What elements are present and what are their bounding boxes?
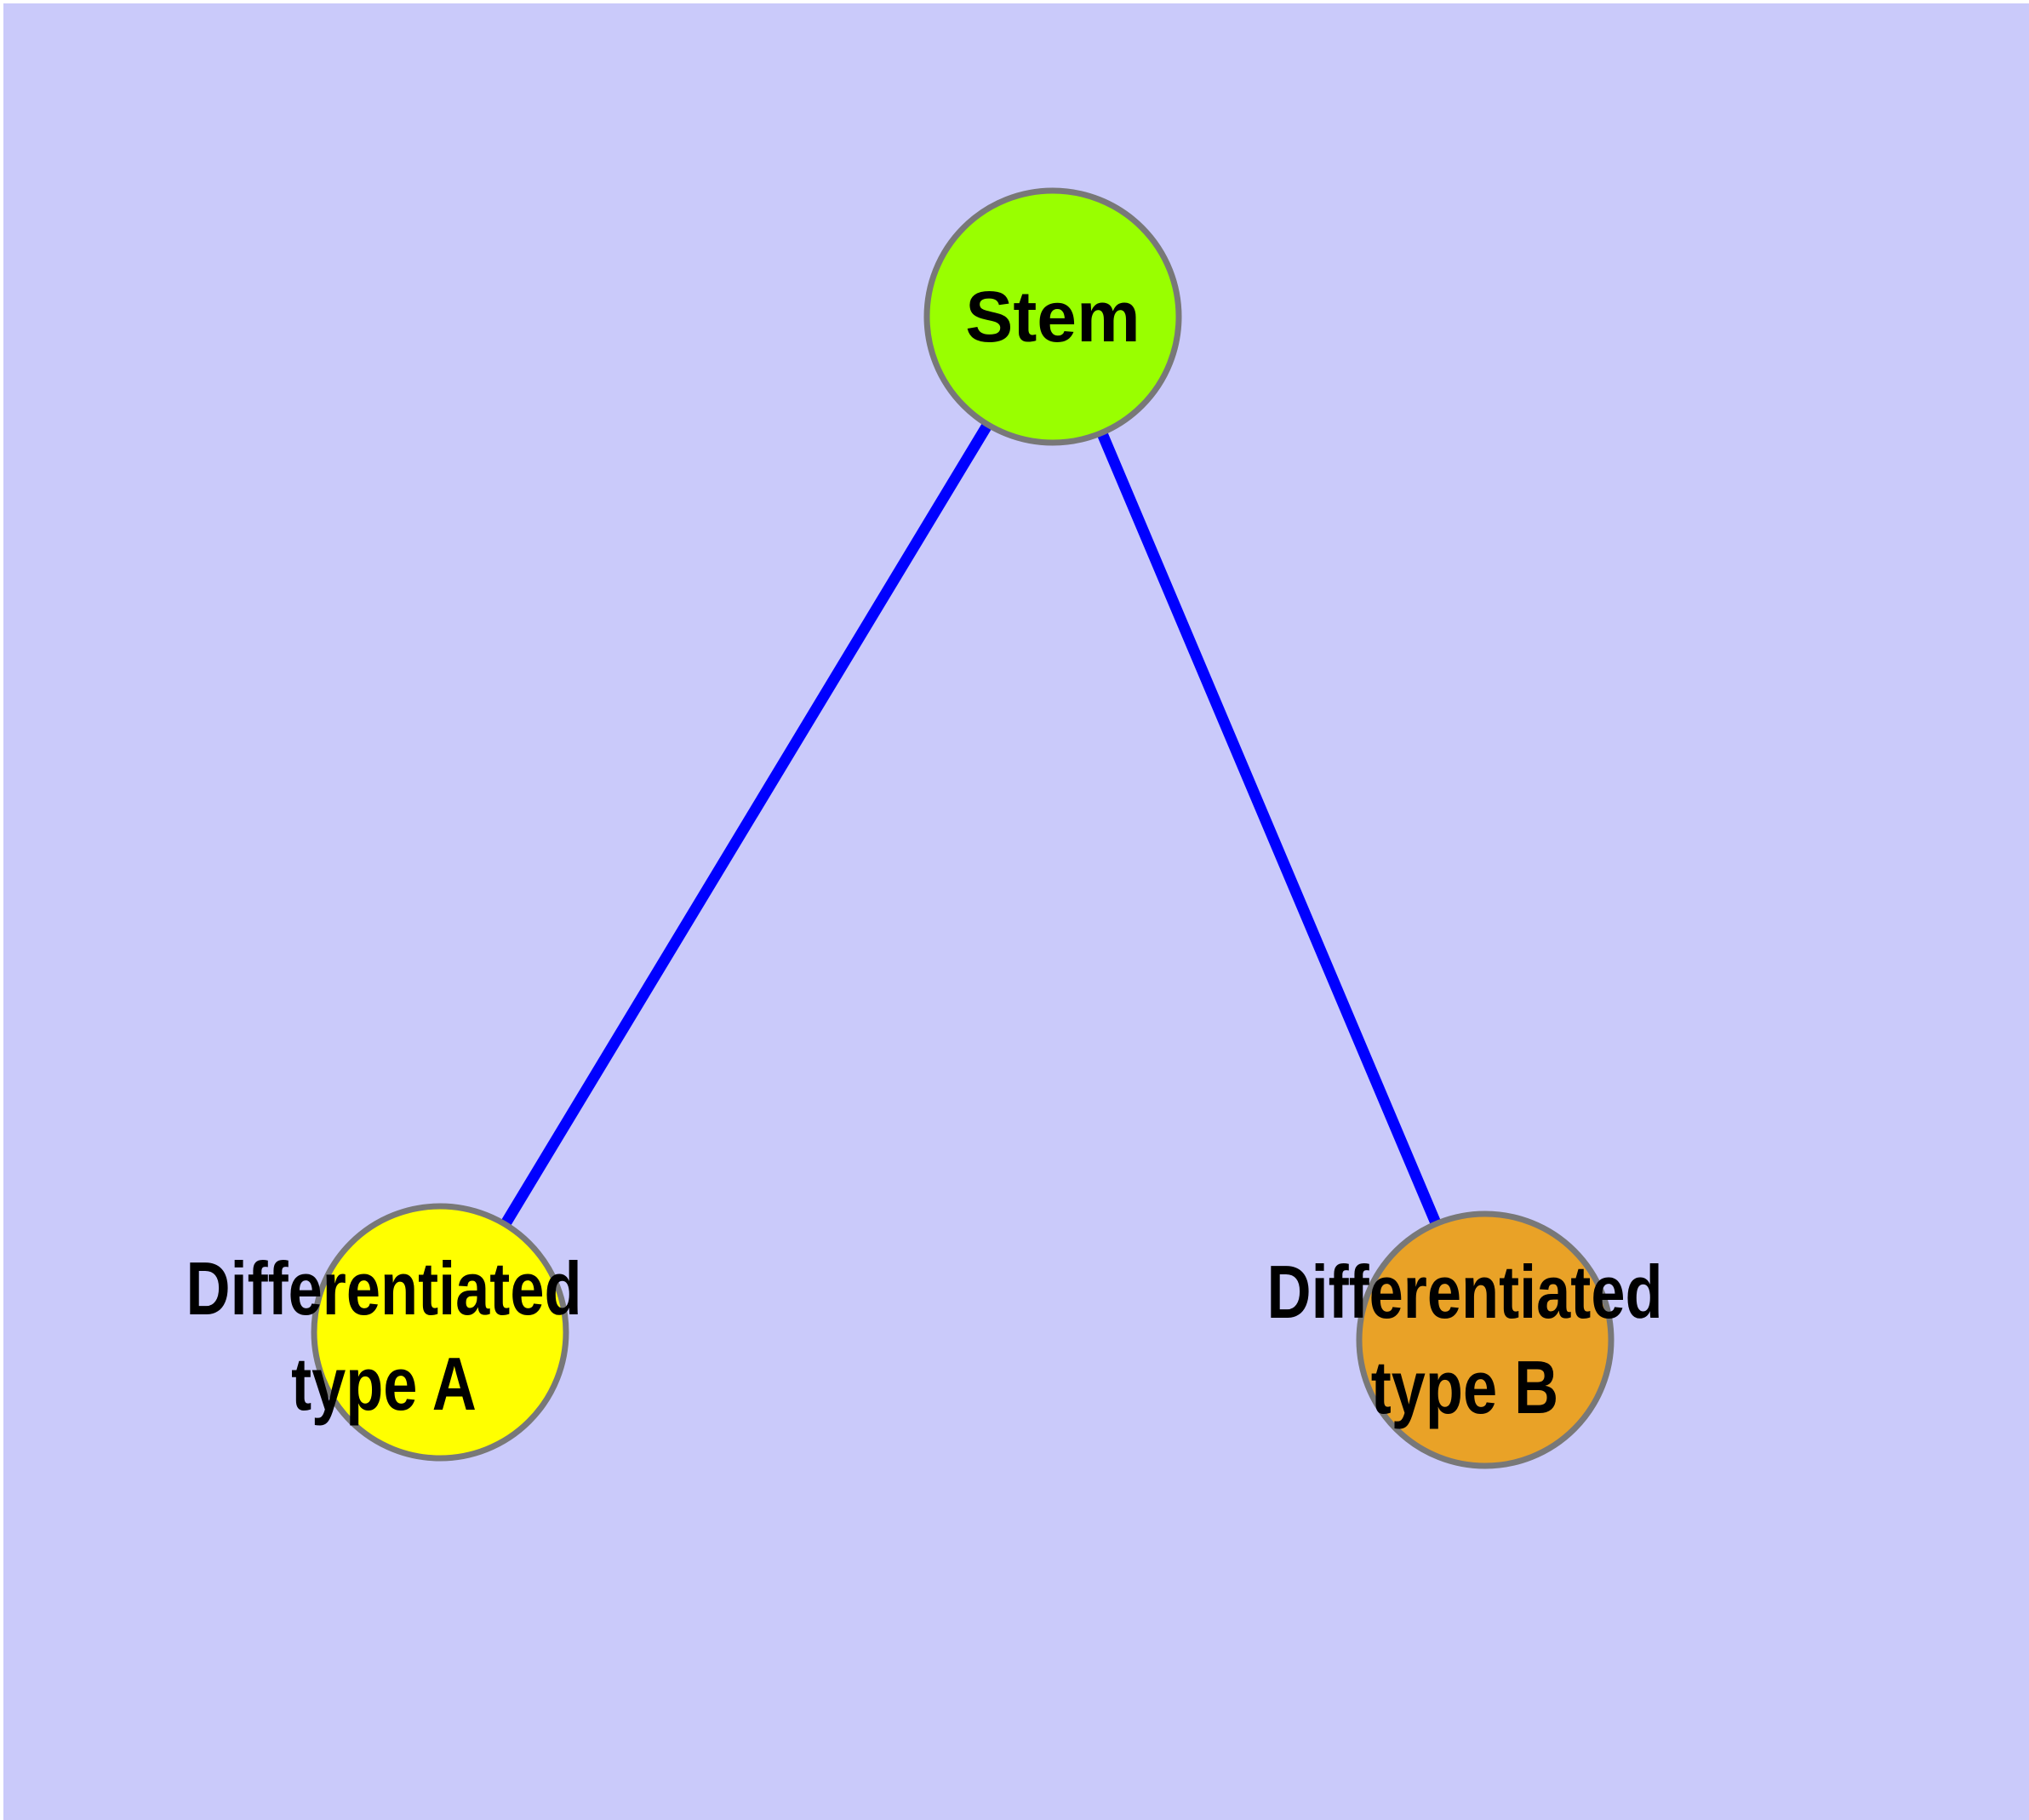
node-stem — [923, 187, 1182, 446]
edge-stem-to-type-b — [1048, 314, 1490, 1342]
node-type-a — [311, 1203, 569, 1462]
node-type-b — [1356, 1210, 1615, 1469]
graph-svg — [311, 187, 1615, 1469]
graph-canvas: Stem Differentiated type A Differentiate… — [3, 3, 2029, 1820]
edge-stem-to-type-a — [435, 313, 1058, 1336]
